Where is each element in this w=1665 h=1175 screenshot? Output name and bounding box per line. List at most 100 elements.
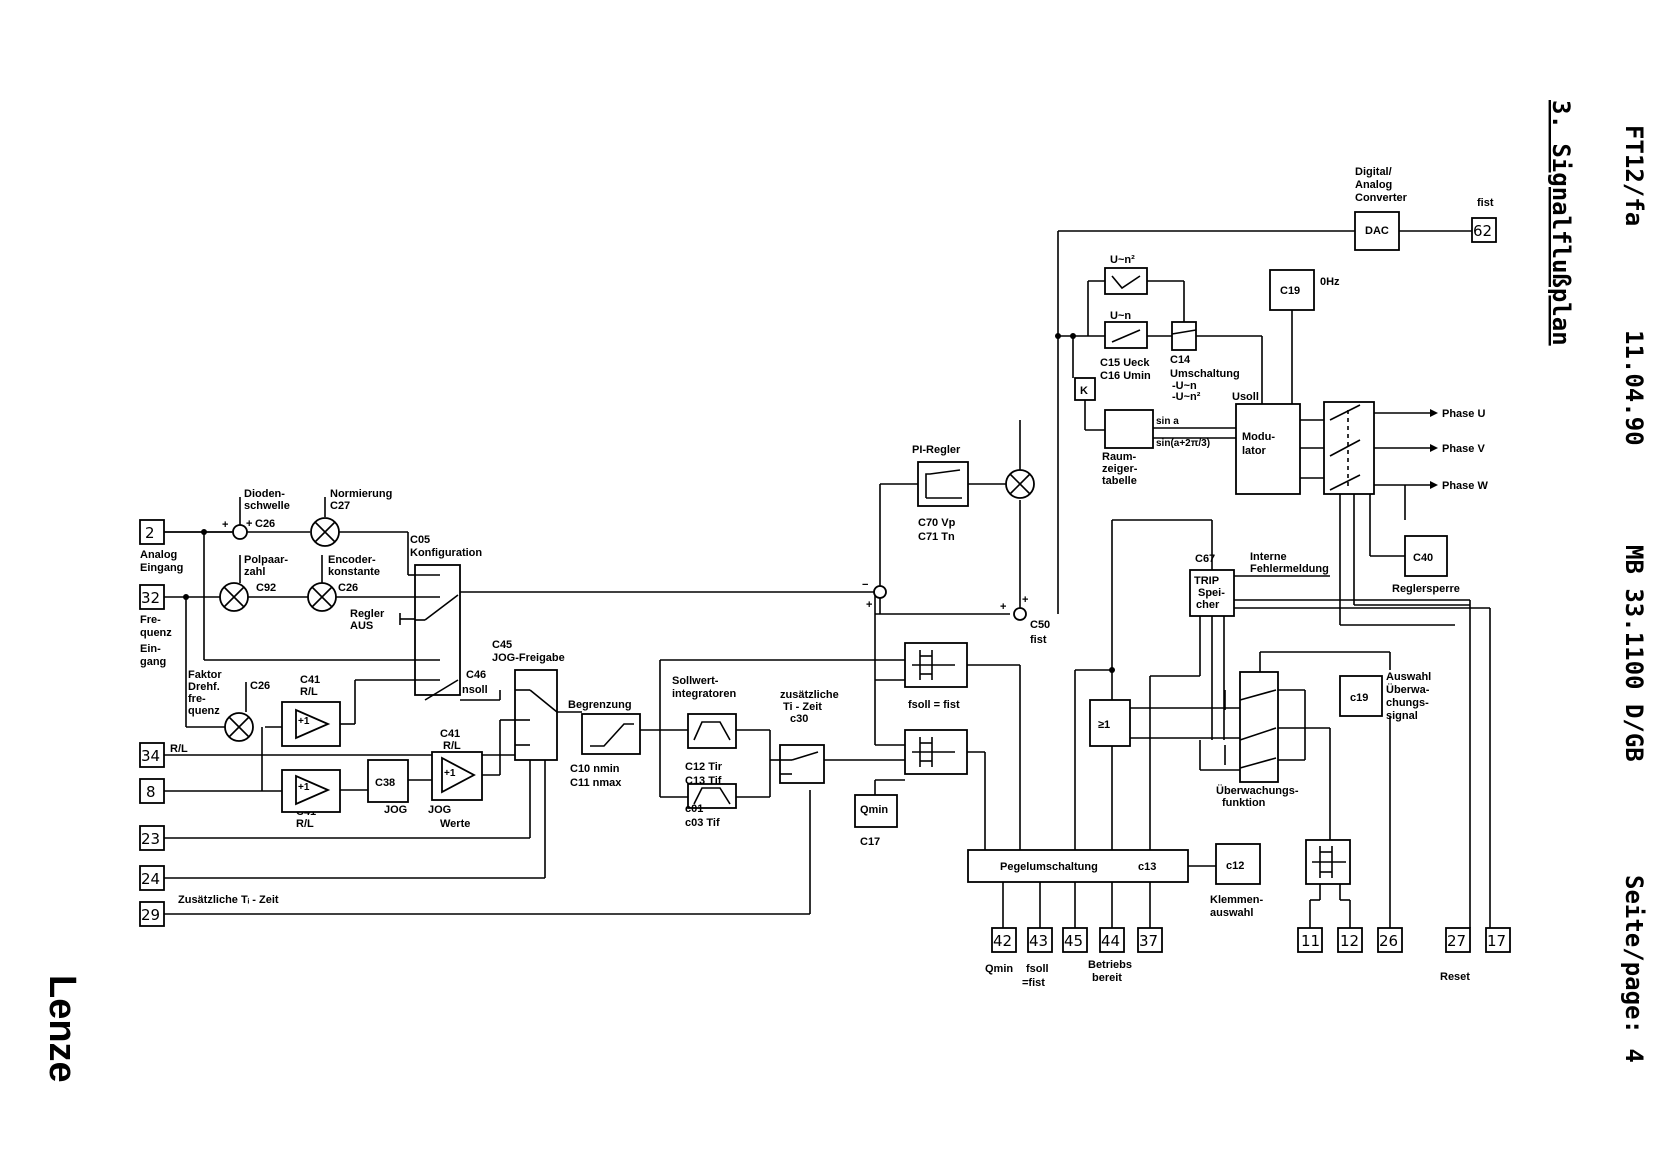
rl-amplifier-1: +1 [281, 701, 341, 747]
svg-text:C46: C46 [466, 669, 486, 681]
svg-text:JOG-Freigabe: JOG-Freigabe [492, 652, 565, 664]
terminal-23: 23 [139, 825, 165, 851]
svg-text:DAC: DAC [1365, 225, 1389, 237]
svg-text:lator: lator [1242, 445, 1267, 457]
terminal-8: 8 [139, 778, 165, 804]
svg-text:fist: fist [1030, 634, 1047, 646]
svg-text:Fre-: Fre- [140, 614, 161, 626]
svg-text:C41: C41 [300, 674, 320, 686]
svg-text:Converter: Converter [1355, 192, 1408, 204]
svg-text:konstante: konstante [328, 566, 380, 578]
c45-jog-switch [514, 669, 558, 761]
svg-text:AUS: AUS [350, 620, 373, 632]
svg-text:C11 nmax: C11 nmax [570, 777, 622, 789]
svg-text:17: 17 [1487, 932, 1506, 950]
svg-text:Analog: Analog [1355, 179, 1392, 191]
svg-text:C05: C05 [410, 534, 430, 546]
svg-text:Umschaltung: Umschaltung [1170, 368, 1240, 380]
svg-text:C41: C41 [440, 728, 460, 740]
svg-text:Sollwert-: Sollwert- [672, 675, 719, 687]
c40-block: C40 Reglersperre [1392, 535, 1460, 595]
svg-text:integratoren: integratoren [672, 688, 736, 700]
comparator-qmin [904, 729, 968, 775]
svg-text:nsoll: nsoll [462, 684, 488, 696]
svg-text:C50: C50 [1030, 619, 1050, 631]
svg-text:c03 Tif: c03 Tif [685, 817, 720, 829]
pi-sum-multiplier [1005, 469, 1035, 621]
svg-text:24: 24 [141, 870, 160, 888]
svg-text:fist: fist [1477, 197, 1494, 209]
svg-text:C10 nmin: C10 nmin [570, 763, 620, 775]
svg-text:zusätzliche: zusätzliche [780, 689, 839, 701]
svg-text:bereit: bereit [1092, 972, 1122, 984]
terminal-2: 2 [139, 519, 165, 545]
comparator-11-12 [1305, 839, 1351, 928]
svg-text:34: 34 [141, 747, 160, 765]
svg-text:C70 Vp: C70 Vp [918, 517, 956, 529]
ueberwachungs-wiring [1199, 651, 1391, 840]
terminal-24: 24 [139, 865, 165, 891]
svg-text:C15 Ueck: C15 Ueck [1100, 357, 1150, 369]
svg-text:sin a: sin a [1156, 416, 1179, 427]
svg-text:JOG: JOG [428, 804, 451, 816]
multiplier-polpaar [219, 582, 249, 612]
comparator-fsoll [904, 642, 968, 688]
trip-speicher: C67 Interne Fehlermeldung TRIP Spei- che… [1189, 551, 1329, 617]
svg-text:C92: C92 [256, 582, 276, 594]
svg-text:C67: C67 [1195, 553, 1215, 565]
multipliers [219, 517, 340, 742]
terminal-42: 42 [991, 927, 1017, 953]
svg-text:quenz: quenz [188, 705, 220, 717]
pi-labels: − + + + C50 fist [862, 579, 1050, 646]
svg-text:8: 8 [146, 783, 156, 801]
svg-text:Drehf.: Drehf. [188, 681, 220, 693]
svg-text:29: 29 [141, 906, 160, 924]
svg-text:Zusätzliche Tᵢ - Zeit: Zusätzliche Tᵢ - Zeit [178, 894, 279, 906]
rl-amplifier-2: +1 [281, 769, 341, 813]
svg-text:-U~n²: -U~n² [1172, 391, 1201, 403]
svg-text:27: 27 [1447, 932, 1466, 950]
terminal-17: 17 [1485, 927, 1511, 953]
reglersperre-wiring [1339, 485, 1470, 626]
svg-text:Reglersperre: Reglersperre [1392, 583, 1460, 595]
svg-text:Dioden-: Dioden- [244, 488, 285, 500]
u-n-block: U~n [1104, 310, 1148, 349]
svg-text:Interne: Interne [1250, 551, 1287, 563]
c19-auswahl-block: c19 Auswahl Überwa- chungs- signal [1339, 671, 1431, 722]
k-box: K [1074, 377, 1096, 401]
sollwert-integrator-block: Sollwert- integratoren C12 Tir C13 Tif c… [672, 675, 737, 829]
svg-text:PI-Regler: PI-Regler [912, 444, 961, 456]
svg-text:signal: signal [1386, 710, 1418, 722]
svg-text:Faktor: Faktor [188, 669, 222, 681]
svg-text:zahl: zahl [244, 566, 265, 578]
svg-text:gang: gang [140, 656, 166, 668]
svg-text:45: 45 [1064, 932, 1083, 950]
svg-text:zeiger-: zeiger- [1102, 463, 1138, 475]
svg-text:sin(a+2π/3): sin(a+2π/3) [1156, 438, 1210, 449]
svg-text:Modu-: Modu- [1242, 431, 1275, 443]
svg-text:−: − [862, 579, 868, 591]
svg-text:62: 62 [1473, 222, 1492, 240]
svg-text:JOG: JOG [384, 804, 407, 816]
svg-text:Begrenzung: Begrenzung [568, 699, 632, 711]
svg-text:Normierung: Normierung [330, 488, 392, 500]
output-labels: Qmin fsoll =fist Betriebs bereit Reset [985, 959, 1470, 989]
svg-text:C40: C40 [1413, 552, 1433, 564]
svg-text:Usoll: Usoll [1232, 391, 1259, 403]
svg-text:+: + [1022, 594, 1028, 606]
doc-number: MB 33.1100 D/GB [1620, 545, 1648, 762]
svg-text:U~n: U~n [1110, 310, 1131, 322]
svg-text:Polpaar-: Polpaar- [244, 554, 288, 566]
svg-text:+1: +1 [444, 768, 456, 779]
terminal-34: 34 [139, 742, 165, 768]
svg-text:Phase U: Phase U [1442, 408, 1485, 420]
comparator-wiring [874, 592, 1021, 850]
pegelumschaltung-block: Pegelumschaltung c13 [967, 849, 1189, 883]
svg-text:tabelle: tabelle [1102, 475, 1137, 487]
svg-text:+: + [866, 599, 872, 611]
svg-text:c30: c30 [790, 713, 808, 725]
terminal-44: 44 [1099, 927, 1125, 953]
ueck-labels: C15 Ueck C16 Umin [1100, 357, 1151, 382]
svg-text:Eingang: Eingang [140, 562, 183, 574]
svg-text:+1: +1 [298, 782, 310, 793]
